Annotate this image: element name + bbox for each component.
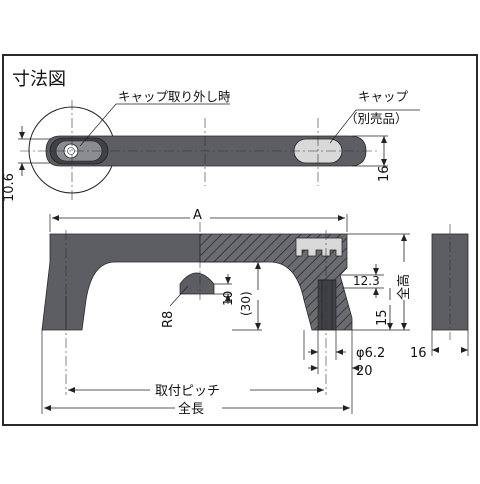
cap-section [295,237,343,257]
dim-30: (30) [239,291,253,316]
top-view: キャップ取り外し時 キャップ （別売品） 10.6 16 [2,89,420,202]
side-view [431,224,469,356]
label-cap: キャップ [358,89,409,104]
label-cap-removed: キャップ取り外し時 [118,89,231,104]
dim-10: 10 [221,291,235,306]
dim-a: A [193,208,202,223]
tapped-hole [317,279,337,331]
dim-full-length: 全長 [178,401,204,417]
front-view: A R8 10 (30) [41,208,427,417]
dim-r8: R8 [161,311,176,328]
dim-12-3: 12.3 [353,274,380,288]
dim-16-top: 16 [377,165,392,182]
handle-front-body [41,233,201,331]
dim-phi6-2: φ6.2 [356,346,385,361]
drawing-title: 寸法図 [12,69,66,90]
dim-10-6: 10.6 [2,173,17,202]
dim-full-height: 全高 [396,274,412,300]
dim-20: 20 [356,364,373,379]
handle-section [199,233,353,331]
label-cap-note: （別売品） [345,111,408,126]
dim-15: 15 [375,309,390,326]
dim-mount-pitch: 取付ピッチ [155,384,220,399]
dim-16-side: 16 [410,346,427,361]
r8-bump [179,272,215,295]
